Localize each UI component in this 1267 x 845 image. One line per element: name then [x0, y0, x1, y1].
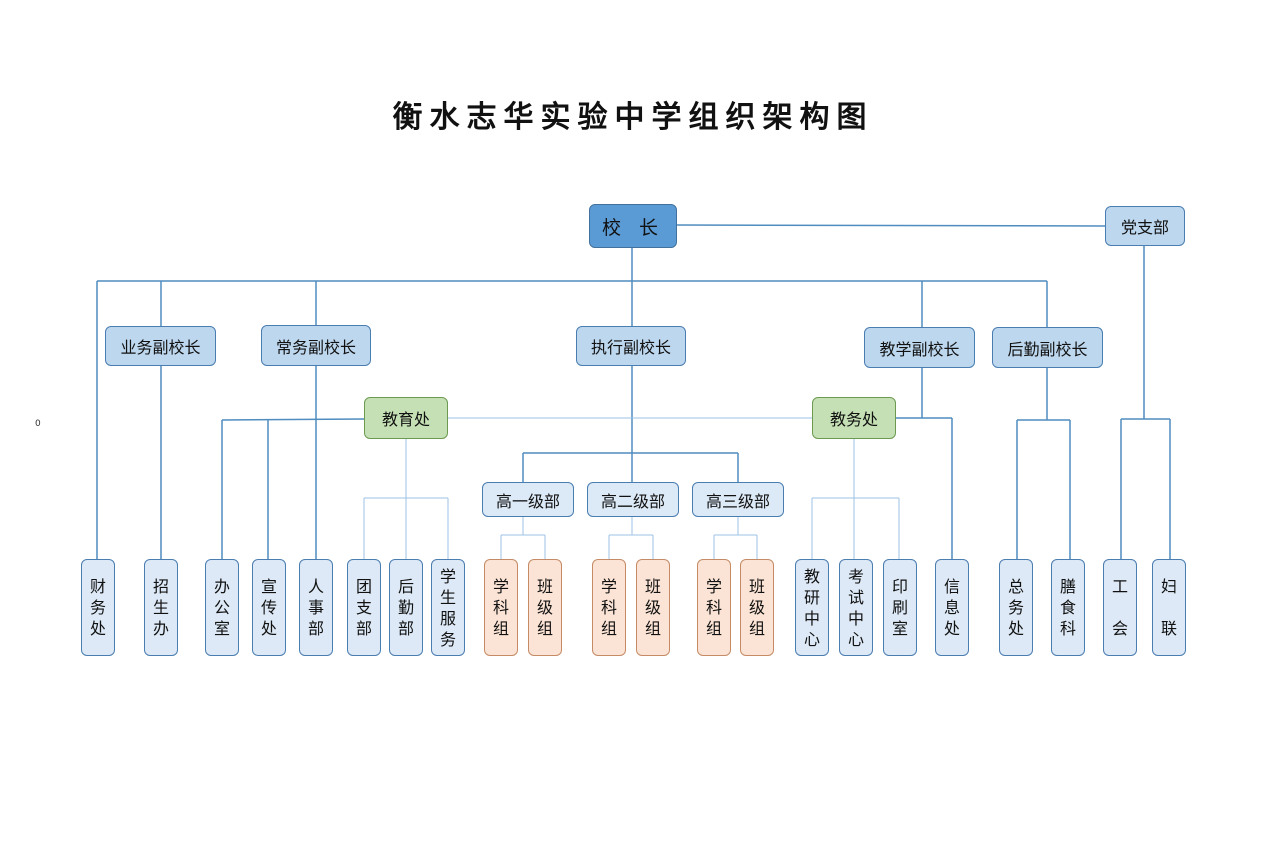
- node-principal[interactable]: 校 长: [589, 204, 677, 248]
- leaf-student-services[interactable]: 学 生 服 务: [431, 559, 465, 656]
- leaf-label: 考 试 中 心: [847, 566, 864, 649]
- leaf-label: 学 科 组: [600, 577, 617, 638]
- leaf-label: 宣 传 处: [260, 577, 277, 638]
- line-principal-party: [675, 224, 1107, 227]
- leaf-youth-league[interactable]: 团 支 部: [347, 559, 381, 656]
- leaf-g1-subject-group[interactable]: 学 科 组: [484, 559, 518, 656]
- leaf-information[interactable]: 信 息 处: [935, 559, 969, 656]
- leaf-admissions[interactable]: 招 生 办: [144, 559, 178, 656]
- node-vp-standing[interactable]: 常务副校长: [261, 325, 371, 366]
- leaf-label: 班 级 组: [748, 577, 765, 638]
- leaf-g3-class-group[interactable]: 班 级 组: [740, 559, 774, 656]
- leaf-g2-class-group[interactable]: 班 级 组: [636, 559, 670, 656]
- leaf-label: 工 会: [1111, 577, 1128, 638]
- leaf-labor-union[interactable]: 工 会: [1103, 559, 1137, 656]
- leaf-label: 印 刷 室: [891, 577, 908, 638]
- node-vp-teaching[interactable]: 教学副校长: [864, 327, 975, 368]
- node-academic-affairs-office[interactable]: 教务处: [812, 397, 896, 439]
- node-party-branch[interactable]: 党支部: [1105, 206, 1185, 246]
- node-education-office[interactable]: 教育处: [364, 397, 448, 439]
- leaf-label: 学 科 组: [492, 577, 509, 638]
- leaf-label: 学 生 服 务: [439, 566, 456, 649]
- leaf-logistics-dept[interactable]: 后 勤 部: [389, 559, 423, 656]
- leaf-personnel[interactable]: 人 事 部: [299, 559, 333, 656]
- leaf-label: 后 勤 部: [397, 577, 414, 638]
- leaf-label: 招 生 办: [152, 577, 169, 638]
- leaf-g3-subject-group[interactable]: 学 科 组: [697, 559, 731, 656]
- leaf-canteen[interactable]: 膳 食 科: [1051, 559, 1085, 656]
- leaf-exam-center[interactable]: 考 试 中 心: [839, 559, 873, 656]
- node-grade-3[interactable]: 高三级部: [692, 482, 784, 517]
- leaf-g1-class-group[interactable]: 班 级 组: [528, 559, 562, 656]
- leaf-label: 团 支 部: [355, 577, 372, 638]
- leaf-general-office[interactable]: 办 公 室: [205, 559, 239, 656]
- line-edu-left-bus: [221, 418, 366, 421]
- leaf-label: 膳 食 科: [1059, 577, 1076, 638]
- chart-title: 衡水志华实验中学组织架构图: [392, 100, 874, 135]
- node-vp-logistics[interactable]: 后勤副校长: [992, 327, 1103, 368]
- leaf-finance[interactable]: 财 务 处: [81, 559, 115, 656]
- leaf-label: 班 级 组: [644, 577, 661, 638]
- node-vp-business[interactable]: 业务副校长: [105, 326, 216, 366]
- corner-note: 0: [35, 419, 41, 429]
- leaf-publicity[interactable]: 宣 传 处: [252, 559, 286, 656]
- leaf-label: 人 事 部: [307, 577, 324, 638]
- leaf-label: 总 务 处: [1007, 577, 1024, 638]
- leaf-teaching-research[interactable]: 教 研 中 心: [795, 559, 829, 656]
- leaf-womens-federation[interactable]: 妇 联: [1152, 559, 1186, 656]
- leaf-label: 财 务 处: [89, 577, 106, 638]
- leaf-label: 班 级 组: [536, 577, 553, 638]
- leaf-label: 教 研 中 心: [803, 566, 820, 649]
- leaf-label: 信 息 处: [943, 577, 960, 638]
- leaf-printing[interactable]: 印 刷 室: [883, 559, 917, 656]
- node-vp-executive[interactable]: 执行副校长: [576, 326, 686, 366]
- node-grade-2[interactable]: 高二级部: [587, 482, 679, 517]
- node-grade-1[interactable]: 高一级部: [482, 482, 574, 517]
- leaf-g2-subject-group[interactable]: 学 科 组: [592, 559, 626, 656]
- leaf-general-affairs[interactable]: 总 务 处: [999, 559, 1033, 656]
- leaf-label: 学 科 组: [705, 577, 722, 638]
- leaf-label: 妇 联: [1160, 577, 1177, 638]
- leaf-label: 办 公 室: [213, 577, 230, 638]
